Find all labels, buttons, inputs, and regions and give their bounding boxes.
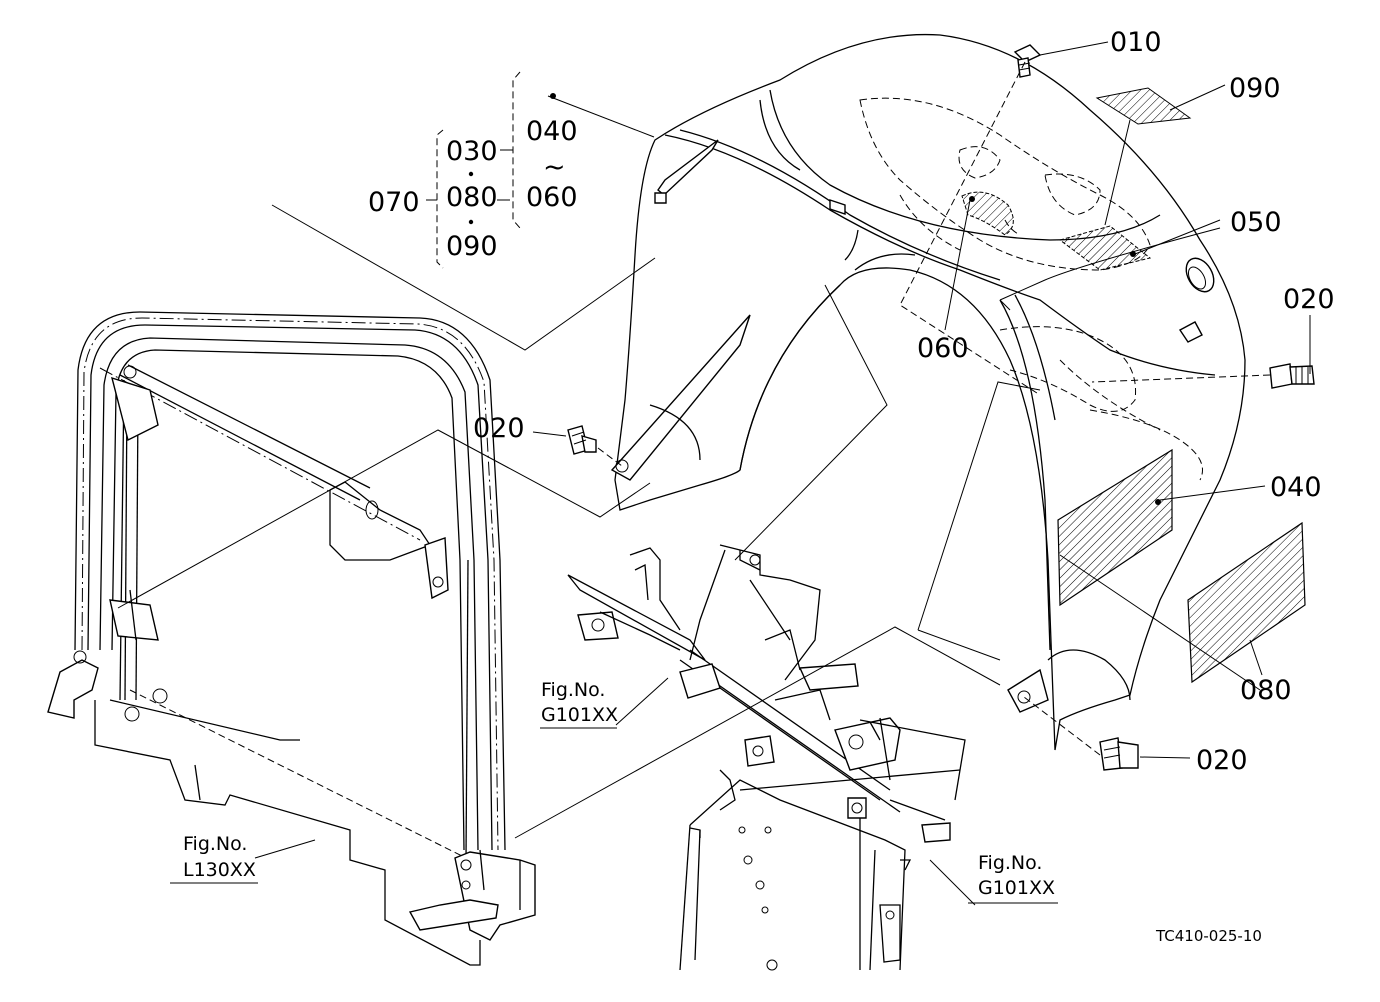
fig-ref-g101xx-mid: Fig.No. G101XX bbox=[540, 679, 618, 729]
fig-ref-g101xx-right: Fig.No. G101XX bbox=[968, 852, 1058, 904]
bolt-010 bbox=[1013, 44, 1042, 78]
callout-040-right: 040 bbox=[1270, 472, 1322, 503]
fig-ref-g101xx-right-line2: G101XX bbox=[978, 877, 1055, 899]
callout-010: 010 bbox=[1110, 27, 1162, 58]
callout-tilde: ~ bbox=[543, 152, 566, 183]
fig-ref-g101xx-mid-line1: Fig.No. bbox=[541, 679, 605, 701]
rops-frame bbox=[47, 311, 536, 966]
callout-060: 060 bbox=[917, 333, 969, 364]
decal-050 bbox=[1058, 225, 1152, 271]
fig-ref-g101xx-right-line1: Fig.No. bbox=[978, 852, 1042, 874]
figure-references: Fig.No. L130XX Fig.No. G101XX Fig.No. G1… bbox=[170, 679, 1058, 904]
fig-ref-l130xx-line2: L130XX bbox=[183, 859, 256, 881]
callout-050: 050 bbox=[1230, 207, 1282, 238]
leader-lines bbox=[254, 41, 1311, 906]
explode-lines bbox=[117, 61, 1271, 839]
callout-020-bottom: 020 bbox=[1196, 745, 1248, 776]
callout-040-group: 040 bbox=[526, 116, 578, 147]
callout-090-group: 090 bbox=[446, 231, 498, 262]
callout-030: 030 bbox=[446, 136, 498, 167]
drawing-code: TC410-025-10 bbox=[1155, 927, 1262, 945]
bolt-020-right bbox=[1269, 363, 1315, 389]
callout-080-group: 080 bbox=[446, 182, 498, 213]
decals bbox=[961, 87, 1306, 684]
fig-ref-g101xx-mid-line2: G101XX bbox=[541, 704, 618, 726]
frame-brackets bbox=[567, 544, 966, 971]
bolt-020-bottom bbox=[1099, 737, 1139, 771]
bolts bbox=[567, 44, 1315, 771]
decal-080 bbox=[1187, 521, 1306, 684]
group-brackets bbox=[426, 71, 521, 269]
decal-040 bbox=[1057, 448, 1173, 607]
callout-070: 070 bbox=[368, 187, 420, 218]
callout-060-group: 060 bbox=[526, 182, 578, 213]
callout-090-top: 090 bbox=[1229, 73, 1281, 104]
fig-ref-l130xx: Fig.No. L130XX bbox=[170, 833, 258, 884]
callout-labels: 010 090 050 020 060 040 080 020 020 070 … bbox=[368, 27, 1335, 776]
bolt-020-left bbox=[567, 425, 597, 455]
decal-090 bbox=[1095, 87, 1192, 125]
callout-020-right: 020 bbox=[1283, 284, 1335, 315]
fig-ref-l130xx-line1: Fig.No. bbox=[183, 833, 247, 855]
callout-020-left: 020 bbox=[473, 413, 525, 444]
hood-cover bbox=[610, 33, 1246, 751]
decal-060 bbox=[961, 191, 1014, 236]
callout-080-right: 080 bbox=[1240, 675, 1292, 706]
